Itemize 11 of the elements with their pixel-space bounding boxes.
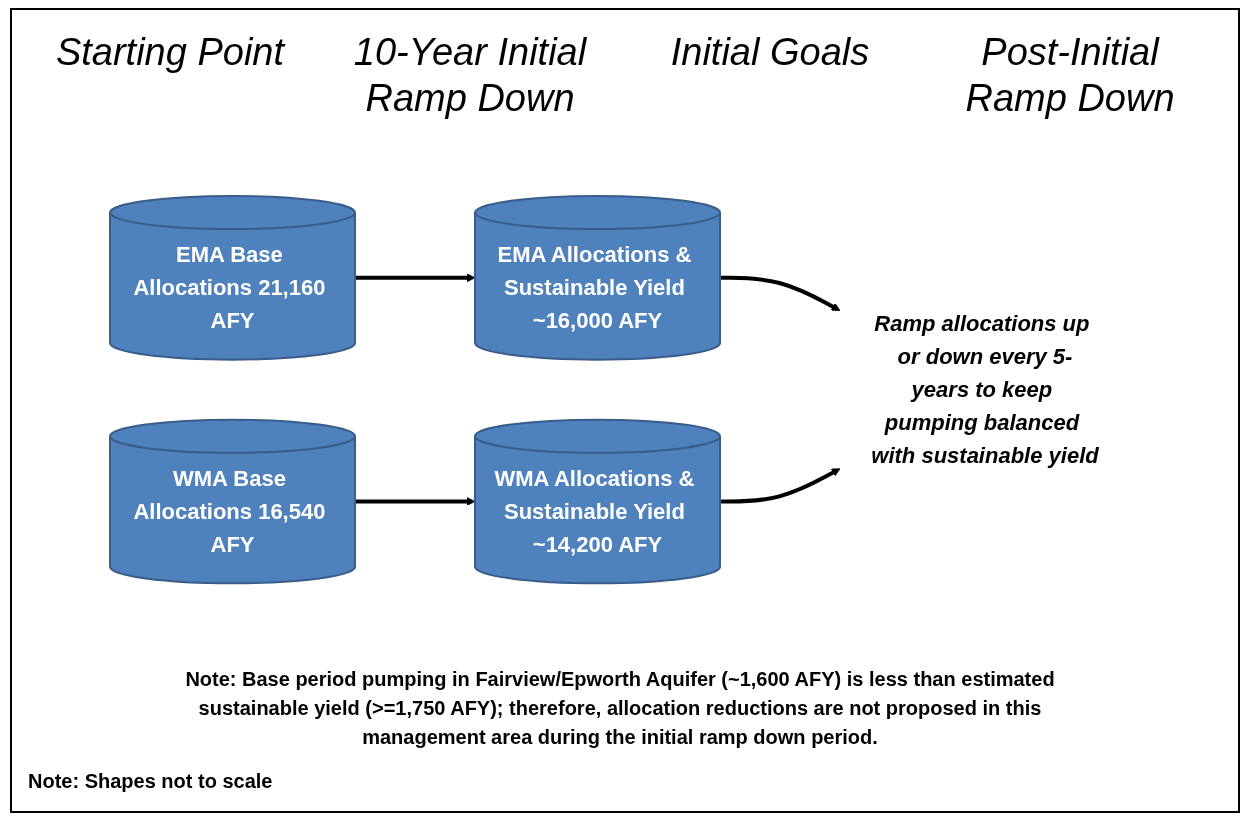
column-heading: Post-Initial Ramp Down: [964, 30, 1176, 121]
arrow: [720, 468, 841, 504]
node-text: Ramp allocations up or down every 5-years to keep pumping balanced with sustainable yield: [871, 311, 1099, 469]
arrow: [355, 497, 476, 507]
column-heading: 10-Year Initial Ramp Down: [352, 30, 588, 121]
column-heading: Starting Point: [54, 30, 287, 75]
arrow: [720, 276, 841, 312]
arrow: [355, 273, 476, 283]
note-text: Note: Base period pumping in Fairview/Epworth Aquifer (~1,600 AFY) is less than estimated sustainable yield (>=1,750 AFY); therefore, allocation reductions are not proposed in this management area during the initial ramp down period.: [184, 667, 1056, 750]
column-heading: Initial Goals: [669, 30, 871, 75]
note-text: Note: Shapes not to scale: [28, 770, 273, 793]
